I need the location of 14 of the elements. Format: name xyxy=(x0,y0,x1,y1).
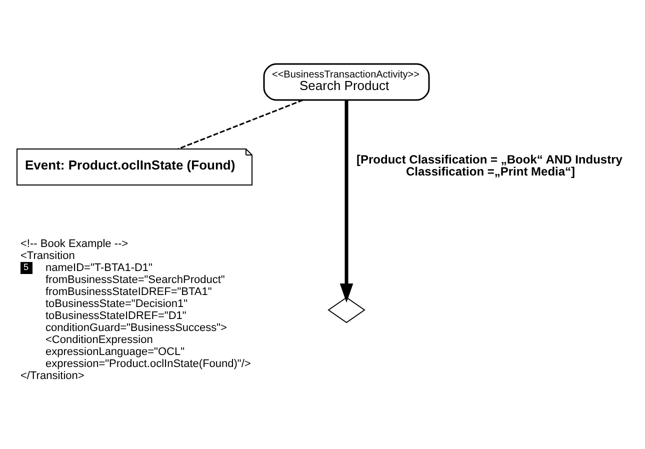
label: <ConditionExpression xyxy=(46,333,153,346)
label: fromBusinessState="SearchProduct" xyxy=(46,273,225,286)
label: toBusinessState="Decision1" xyxy=(46,297,188,310)
label: expressionLanguage="OCL" xyxy=(46,345,184,358)
label: nameID="T-BTA1-D1" xyxy=(46,261,152,274)
label: toBusinessStateIDREF="D1" xyxy=(46,309,186,322)
label: <!-- Book Example --> xyxy=(20,237,128,250)
label: </Transition> xyxy=(20,369,84,382)
label: 5 xyxy=(24,262,29,272)
label: conditionGuard="BusinessSuccess"> xyxy=(46,321,227,334)
label: expression="Product.oclInState(Found)"/> xyxy=(46,357,251,370)
label: fromBusinessStateIDREF="BTA1" xyxy=(46,285,212,298)
label: <Transition xyxy=(20,249,75,262)
edge-label: [Product Classification = „Book“ AND Industry Classification =„Print Media“] xyxy=(356,152,622,178)
